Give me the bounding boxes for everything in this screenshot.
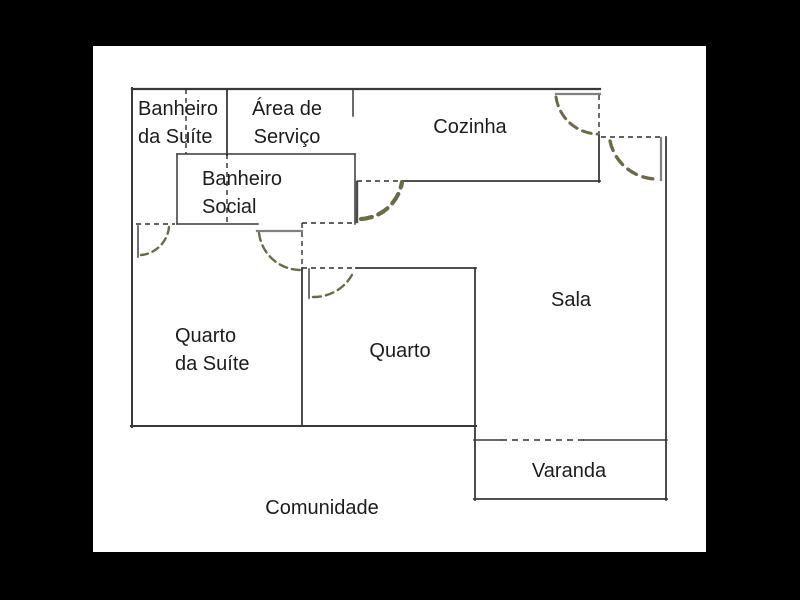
- room-label-varanda: Varanda: [531, 460, 607, 482]
- door-arc-sala: [608, 139, 659, 181]
- room-label-banheiro-social: Banheiro Social: [202, 168, 283, 218]
- door-arc-cozinha-hall: [358, 179, 405, 222]
- room-label-area-de-servico: Área de Serviço: [251, 98, 323, 148]
- floor-plan-drawing: [130, 87, 668, 501]
- opening-dashes-group: [136, 89, 660, 441]
- room-label-banheiro-da-suite: Banheiro da Suíte: [138, 98, 219, 148]
- door-swing-arcs-group: [139, 95, 659, 299]
- door-arc-quarto: [311, 269, 356, 299]
- walls-group: [130, 87, 668, 501]
- room-label-quarto-da-suite: Quarto da Suíte: [175, 325, 250, 375]
- room-label-sala: Sala: [550, 289, 592, 311]
- banheiro-social-walls: [176, 153, 356, 225]
- door-arc-quarto-suite: [139, 225, 171, 257]
- door-panels-group: [137, 92, 663, 299]
- door-arc-cozinha-top: [554, 95, 600, 136]
- room-label-quarto: Quarto: [369, 340, 431, 362]
- door-arc-banheiro-social: [257, 231, 302, 272]
- floor-plan-canvas: Banheiro da Suíte Área de Serviço Cozinh…: [93, 46, 706, 552]
- exterior-label-comunidade: Comunidade: [265, 497, 379, 519]
- room-label-cozinha: Cozinha: [433, 116, 507, 138]
